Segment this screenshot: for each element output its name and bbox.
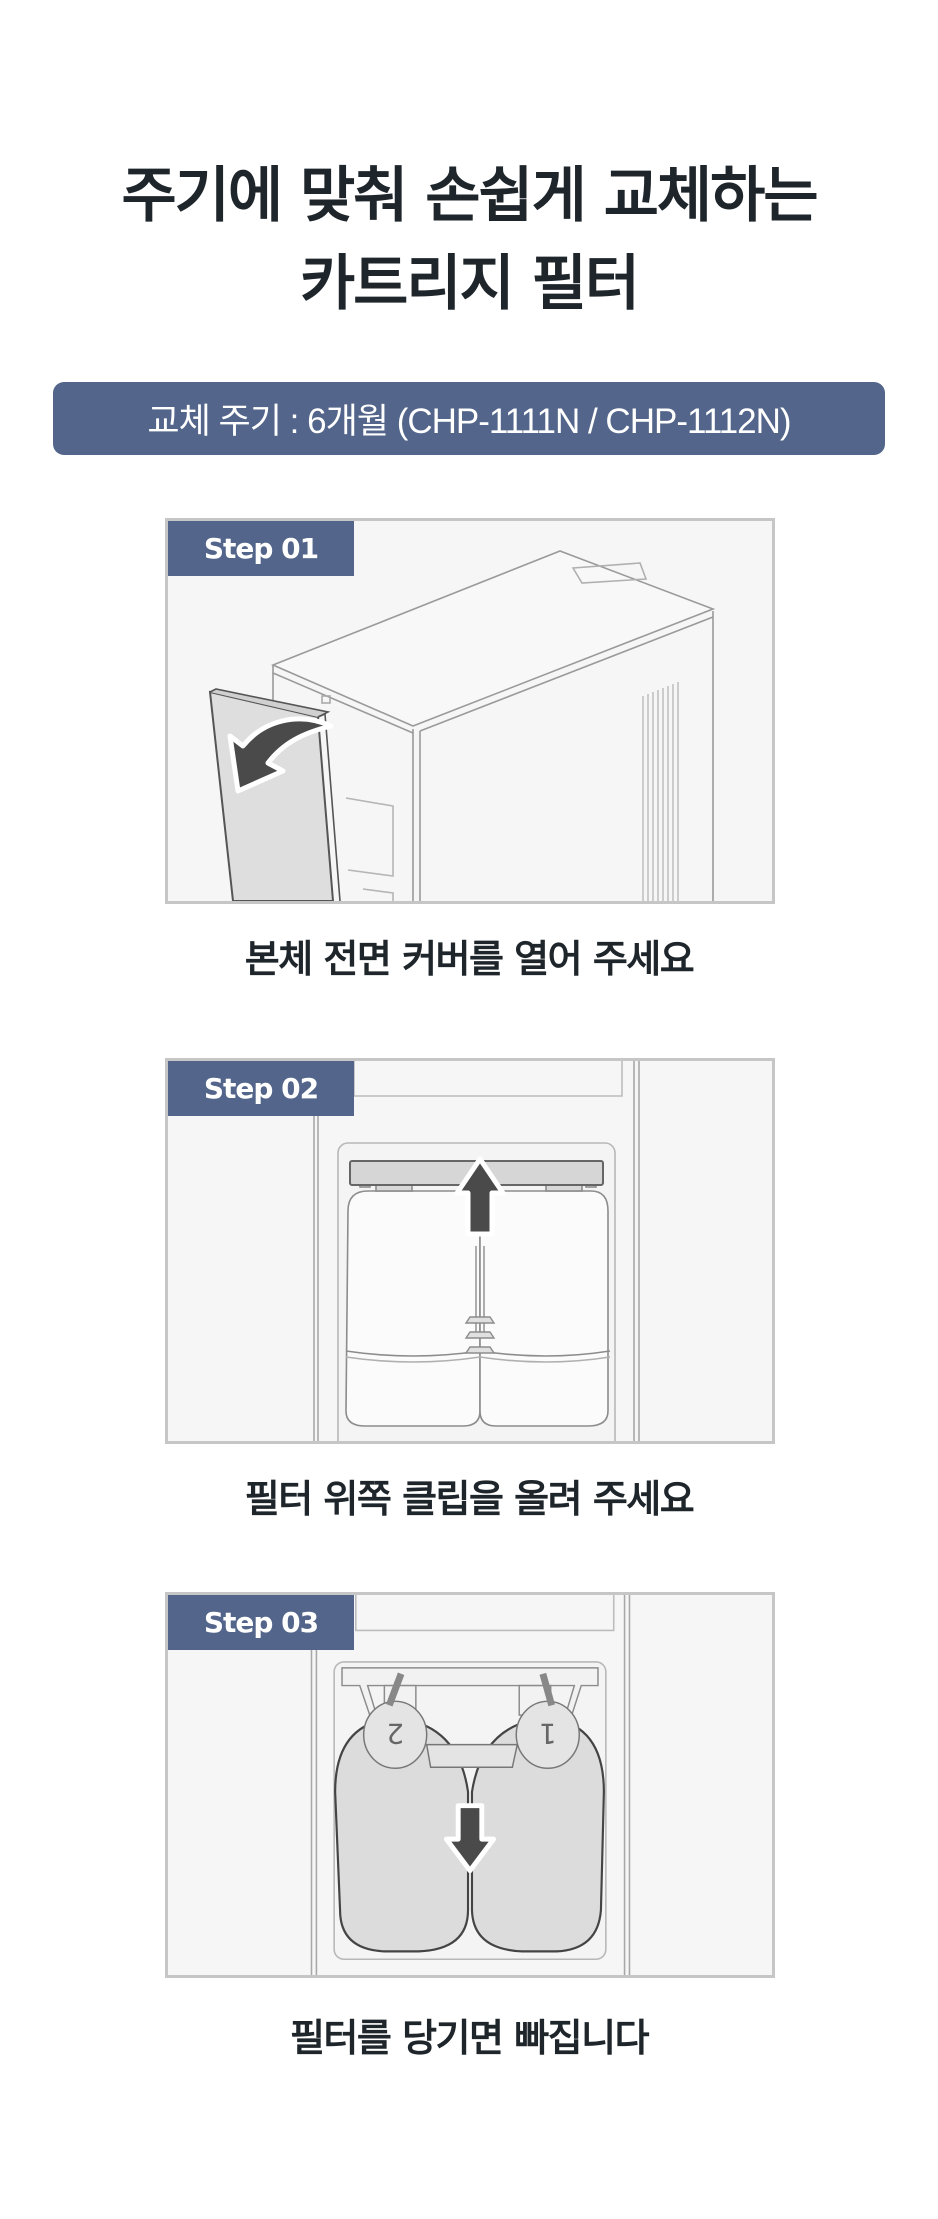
step-02-illustration: Step 02	[165, 1058, 775, 1444]
step-03-caption: 필터를 당기면 빠집니다	[289, 2016, 650, 2060]
step-02-caption: 필터 위쪽 클립을 올려 주세요	[244, 1477, 695, 1521]
purifier-open-cover-illustration	[208, 550, 716, 901]
step-03-badge: Step 03	[168, 1595, 354, 1650]
step-01-caption: 본체 전면 커버를 열어 주세요	[244, 937, 695, 981]
arrow-up-icon	[454, 1156, 506, 1237]
filter-label-2: 2	[386, 1717, 404, 1749]
pull-filter-illustration: 2 1	[310, 1595, 631, 1975]
step-01-badge: Step 01	[168, 521, 354, 576]
page-title: 주기에 맞춰 손쉽게 교체하는 카트리지 필터	[0, 152, 938, 328]
replacement-cycle-banner: 교체 주기 : 6개월 (CHP-1111N / CHP-1112N)	[53, 382, 885, 455]
arrow-down-icon	[443, 1803, 497, 1874]
title-line-1: 주기에 맞춰 손쉽게 교체하는	[121, 161, 818, 231]
curved-arrow-left-icon	[227, 716, 334, 794]
title-line-2: 카트리지 필터	[299, 249, 640, 319]
replacement-cycle-text: 교체 주기 : 6개월 (CHP-1111N / CHP-1112N)	[147, 402, 791, 441]
step-01-illustration: Step 01	[165, 518, 775, 904]
filter-clip-illustration	[313, 1061, 640, 1441]
step-02-badge: Step 02	[168, 1061, 354, 1116]
step-03-illustration: Step 03 2 1	[165, 1592, 775, 1978]
filter-label-1: 1	[539, 1717, 557, 1749]
